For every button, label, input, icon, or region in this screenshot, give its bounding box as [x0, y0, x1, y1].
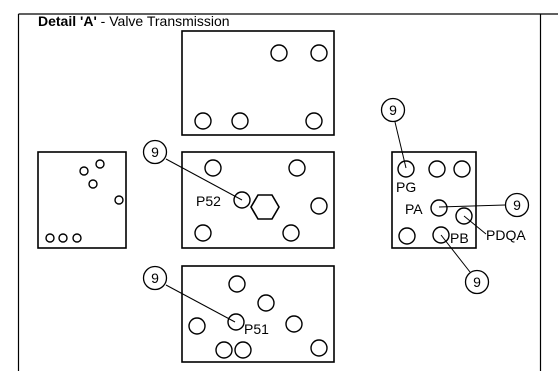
- hole: [215, 341, 233, 359]
- callout-c1-text: 9: [151, 144, 159, 160]
- hole: [231, 112, 249, 130]
- hole: [310, 197, 328, 215]
- hole: [72, 233, 82, 243]
- callout-c3-text: 9: [389, 102, 397, 118]
- hole: [95, 159, 105, 169]
- hole: [285, 315, 303, 333]
- label-p52: P52: [196, 193, 221, 209]
- leader-pdqa: [463, 215, 487, 235]
- callout-c1-circle: [142, 139, 168, 165]
- callout-c4-circle: [504, 192, 530, 218]
- callout-c5-text: 9: [473, 274, 481, 290]
- hole: [453, 160, 471, 178]
- detail-title-rest: - Valve Transmission: [97, 13, 230, 29]
- label-p51: P51: [244, 321, 269, 337]
- hole: [257, 294, 275, 312]
- label-pa: PA: [405, 201, 423, 217]
- hole: [398, 227, 416, 245]
- leader-c5: [440, 234, 471, 273]
- callout-c5-circle: [464, 269, 490, 295]
- detail-title-bold: Detail 'A': [38, 13, 97, 29]
- callout-texts: 9 9 9 9 9: [151, 102, 521, 290]
- leader-c1: [165, 158, 243, 201]
- hole: [228, 275, 246, 293]
- hole: [282, 224, 300, 242]
- holes: [45, 44, 473, 359]
- hole: [270, 44, 288, 62]
- callout-c2-circle: [142, 265, 168, 291]
- hole-pa: [430, 199, 448, 217]
- callout-c3-circle: [380, 97, 406, 123]
- hole: [79, 166, 89, 176]
- label-pdqa: PDQA: [486, 227, 526, 243]
- hole: [114, 195, 124, 205]
- hole: [288, 159, 306, 177]
- hole: [428, 160, 446, 178]
- callouts: [142, 97, 530, 295]
- leader-c2: [165, 284, 236, 323]
- hole: [45, 233, 55, 243]
- hole: [234, 341, 252, 359]
- hole: [88, 179, 98, 189]
- port-labels: P52 P51 PG PA PB PDQA: [196, 179, 526, 337]
- leader-lines: [165, 121, 506, 323]
- hole: [188, 317, 206, 335]
- hole: [194, 224, 212, 242]
- callout-c4-text: 9: [513, 197, 521, 213]
- plate-bottom: [181, 265, 335, 363]
- hole: [310, 44, 328, 62]
- frame: [17, 13, 558, 371]
- hole: [58, 233, 68, 243]
- callout-c2-text: 9: [151, 270, 159, 286]
- leader-c4: [438, 204, 506, 208]
- hole-pg: [397, 160, 415, 178]
- hole: [194, 112, 212, 130]
- hole-p51: [227, 313, 245, 331]
- hex-nut: [250, 194, 280, 220]
- hole: [310, 339, 328, 357]
- leader-c3: [394, 121, 407, 169]
- label-pb: PB: [450, 230, 469, 246]
- hole: [204, 159, 222, 177]
- hole: [305, 112, 323, 130]
- label-pg: PG: [396, 179, 416, 195]
- detail-title: Detail 'A' - Valve Transmission: [38, 13, 230, 29]
